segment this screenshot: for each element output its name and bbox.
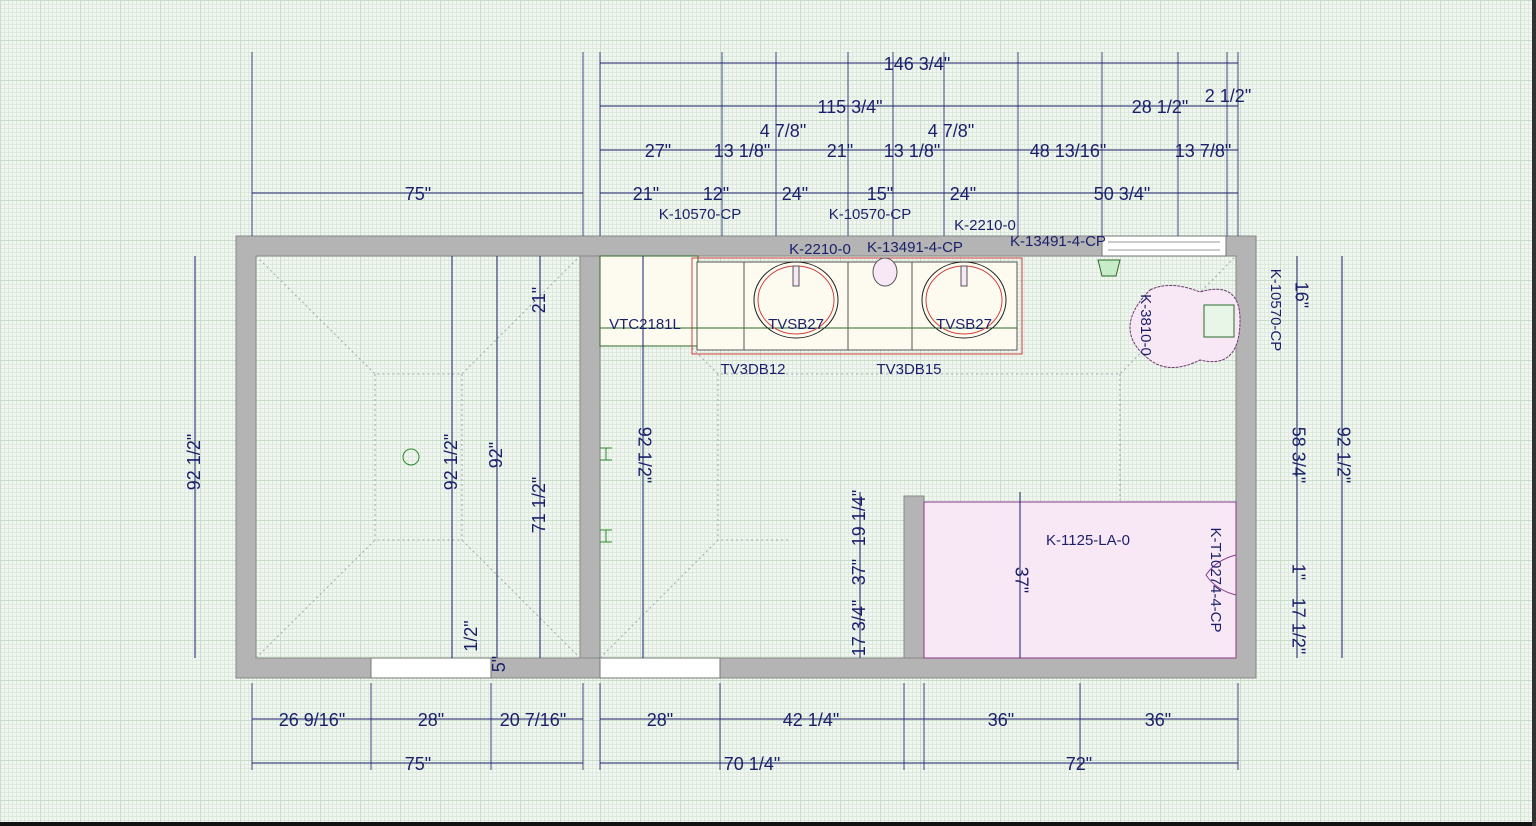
dimension-label: 48 13/16" xyxy=(1030,141,1106,161)
outlet-icon xyxy=(600,447,612,461)
dimension-label: 13 1/8" xyxy=(714,141,770,161)
toilet-tank xyxy=(1203,304,1235,338)
dimension-label: 146 3/4" xyxy=(884,54,950,74)
dimension-label: 28" xyxy=(647,710,673,730)
fixture-label[interactable]: K-T10274-4-CP xyxy=(1207,527,1224,632)
bottom-opening-left[interactable] xyxy=(370,657,492,679)
vanity[interactable] xyxy=(599,255,1023,355)
dimension-label: 1" xyxy=(1288,564,1308,580)
dimension-label: 13 7/8" xyxy=(1175,141,1231,161)
dimension-label: 75" xyxy=(405,754,431,774)
dimension-label: 71 1/2" xyxy=(529,477,549,533)
fixture-label[interactable]: K-10570-CP xyxy=(1267,269,1284,352)
bottom-opening-middle[interactable] xyxy=(599,657,721,679)
sink-right[interactable] xyxy=(921,261,1007,339)
dimension-label: 70 1/4" xyxy=(724,754,780,774)
fixture-label[interactable]: K-2210-0 xyxy=(789,241,851,258)
fixture-label[interactable]: K-10570-CP xyxy=(659,206,742,223)
cabinet-vtc2181l[interactable] xyxy=(599,255,699,347)
dimension-label: 19 1/4" xyxy=(849,490,869,546)
fixture-label[interactable]: K-2210-0 xyxy=(954,217,1016,234)
wastebasket-icon xyxy=(1097,259,1121,277)
faucet-icon xyxy=(792,265,800,287)
ceiling-lines xyxy=(255,255,1237,659)
dimension-label: 24" xyxy=(782,184,808,204)
dimension-label: 20 7/16" xyxy=(500,710,566,730)
dimension-label: 2 1/2" xyxy=(1205,86,1251,106)
dimension-label: 28" xyxy=(418,710,444,730)
dimension-label: 92 1/2" xyxy=(184,434,204,490)
dimension-lines xyxy=(194,52,1343,770)
dimension-label: 92 1/2" xyxy=(441,434,461,490)
dimension-label: 21" xyxy=(827,141,853,161)
faucet-icon xyxy=(960,265,968,287)
outlet-icon xyxy=(600,529,612,543)
fixture-label[interactable]: K-10570-CP xyxy=(829,206,912,223)
dimension-label: 36" xyxy=(1145,710,1171,730)
fixture-label[interactable]: K-1125-LA-0 xyxy=(1046,532,1130,549)
dimension-label: 27" xyxy=(645,141,671,161)
sink-left[interactable] xyxy=(753,261,839,339)
fixture-label[interactable]: K-3810-0 xyxy=(1137,294,1154,356)
dimension-label: 58 3/4" xyxy=(1288,427,1308,483)
fixture-k-2210[interactable] xyxy=(872,257,898,287)
vanity-base[interactable] xyxy=(696,261,1018,351)
dimension-label: 28 1/2" xyxy=(1132,97,1188,117)
dimension-label: 115 3/4" xyxy=(817,97,882,117)
fixture-label[interactable]: VTC2181L xyxy=(609,316,681,333)
dimension-label: 15" xyxy=(867,184,893,204)
window-right-edge xyxy=(1532,0,1536,826)
dimension-label: 5" xyxy=(489,656,509,672)
countertop[interactable] xyxy=(691,257,1023,355)
dimension-label: 17 3/4" xyxy=(849,600,869,656)
fixture-label[interactable]: TV3DB15 xyxy=(876,361,941,378)
tub-faucet-icon xyxy=(1205,554,1237,596)
shower-drain-icon xyxy=(402,448,420,466)
interior-wall[interactable] xyxy=(579,255,601,659)
dimension-label: 75" xyxy=(405,184,431,204)
window[interactable] xyxy=(1101,235,1227,257)
dimension-label: 16" xyxy=(1291,282,1311,308)
bathtub[interactable] xyxy=(923,501,1237,659)
dimension-label: 26 9/16" xyxy=(279,710,345,730)
dimension-label: 13 1/8" xyxy=(884,141,940,161)
dimension-label: 4 7/8" xyxy=(928,121,974,141)
tub-wall[interactable] xyxy=(903,495,925,659)
dimension-label: 92" xyxy=(486,442,506,468)
dimension-label: 92 1/2" xyxy=(1333,427,1353,483)
dimension-label: 4 7/8" xyxy=(760,121,806,141)
fixture-label[interactable]: K-13491-4-CP xyxy=(1010,233,1106,250)
window-bottom-edge xyxy=(0,822,1536,826)
dimension-label: 12" xyxy=(703,184,729,204)
dimension-label: 92 1/2" xyxy=(634,427,654,483)
dimension-label: 21" xyxy=(529,287,549,313)
dimension-label: 24" xyxy=(950,184,976,204)
fixture-label[interactable]: TVSB27 xyxy=(936,316,992,333)
fixture-label[interactable]: K-13491-4-CP xyxy=(867,239,963,256)
fixture-label[interactable]: TVSB27 xyxy=(768,316,824,333)
dimension-label: 17 1/2" xyxy=(1288,598,1308,654)
dimension-label: 42 1/4" xyxy=(783,710,839,730)
dimension-label: 37" xyxy=(1011,567,1031,593)
dimension-label: 1/2" xyxy=(461,620,481,651)
walls[interactable] xyxy=(235,235,1257,679)
fixture-label[interactable]: TV3DB12 xyxy=(720,361,785,378)
annotations: 146 3/4"115 3/4"28 1/2"2 1/2"27"13 1/8"4… xyxy=(184,54,1354,774)
dimension-label: 36" xyxy=(988,710,1014,730)
dimension-label: 50 3/4" xyxy=(1094,184,1150,204)
dimension-label: 21" xyxy=(633,184,659,204)
dimension-label: 37" xyxy=(849,559,869,585)
dimension-label: 72" xyxy=(1066,754,1092,774)
